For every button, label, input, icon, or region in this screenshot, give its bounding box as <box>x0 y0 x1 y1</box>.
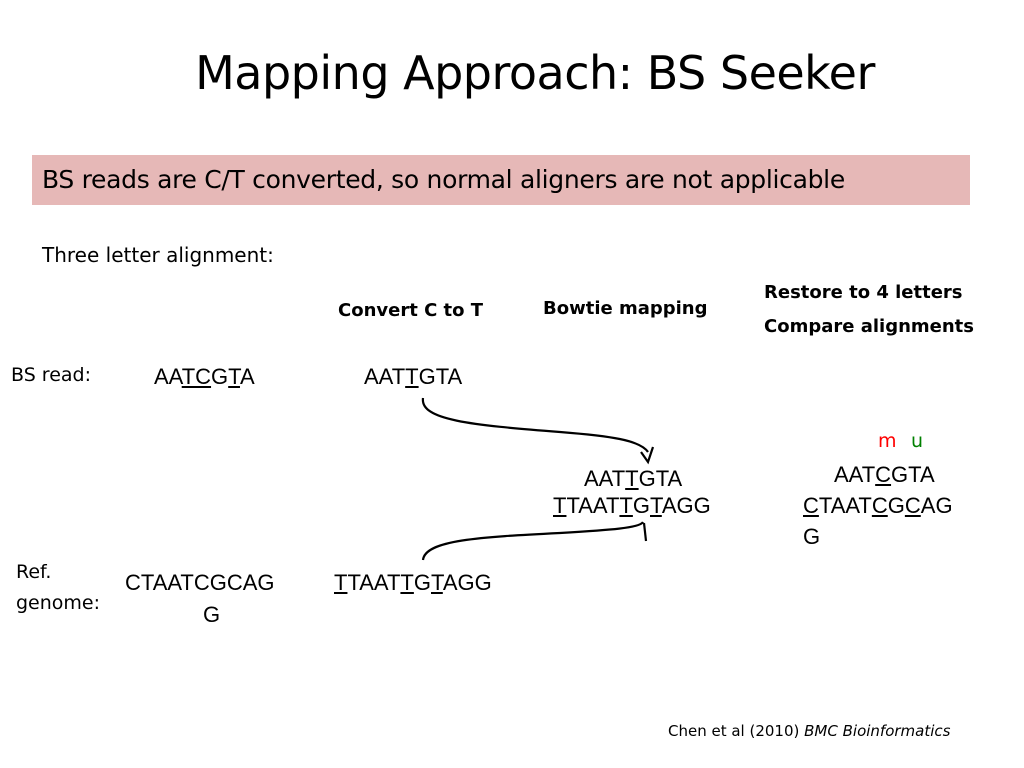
step-restore-label: Restore to 4 letters <box>764 282 963 303</box>
ref-mapping-arrow <box>421 521 644 561</box>
step-bowtie-label: Bowtie mapping <box>543 298 708 319</box>
restored-read-sequence: AATCGTA <box>834 462 935 487</box>
info-banner: BS reads are C/T converted, so normal al… <box>32 155 970 205</box>
bowtie-ref-sequence: TTAATTGTAGG <box>553 493 711 518</box>
citation-authors: Chen et al (2010) <box>668 722 805 740</box>
read-mapping-arrow <box>421 397 649 453</box>
restored-ref-sequence-line2: G <box>803 524 821 549</box>
subheading: Three letter alignment: <box>42 243 274 267</box>
citation: Chen et al (2010) BMC Bioinformatics <box>668 722 950 740</box>
bs-read-original-sequence: AATCGTA <box>154 364 255 389</box>
citation-journal: BMC Bioinformatics <box>804 722 951 740</box>
step-convert-label: Convert C to T <box>338 300 484 321</box>
slide-title: Mapping Approach: BS Seeker <box>195 46 875 100</box>
ref-mapping-arrowhead <box>642 522 648 542</box>
step-compare-label: Compare alignments <box>764 316 974 337</box>
bs-read-label: BS read: <box>11 364 91 386</box>
ref-converted-sequence: TTAATTGTAGG <box>334 570 492 595</box>
methylated-label: m <box>878 430 897 452</box>
ref-genome-label-line1: Ref. <box>16 561 52 583</box>
ref-original-sequence-line1: CTAATCGCAG <box>125 570 275 595</box>
ref-original-sequence-line2: G <box>203 602 221 627</box>
bowtie-read-sequence: AATTGTA <box>584 466 683 491</box>
bs-read-converted-sequence: AATTGTA <box>364 364 463 389</box>
ref-genome-label-line2: genome: <box>16 592 101 614</box>
restored-ref-sequence-line1: CTAATCGCAG <box>803 493 953 518</box>
unmethylated-label: u <box>911 430 924 452</box>
read-mapping-arrowhead <box>640 446 655 465</box>
